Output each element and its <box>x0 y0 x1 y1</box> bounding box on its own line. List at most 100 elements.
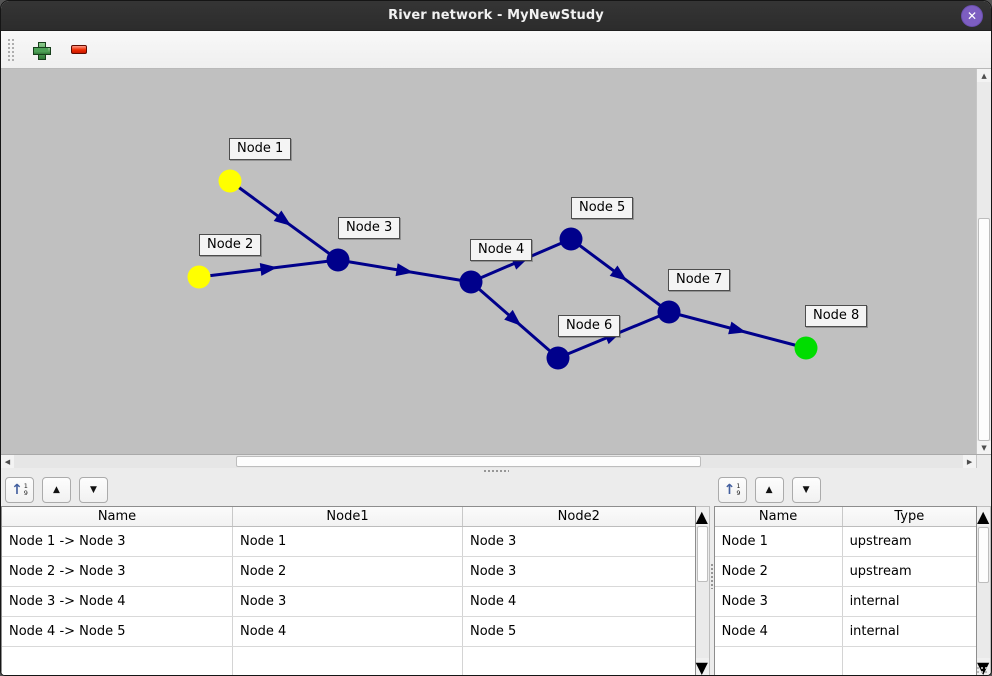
node-label-node3[interactable]: Node 3 <box>338 217 401 239</box>
table-row[interactable]: Node 4 internal <box>714 617 976 647</box>
table-cell[interactable]: Node 4 <box>233 617 463 646</box>
horizontal-splitter[interactable] <box>1 468 991 473</box>
table-cell[interactable]: Node 4 <box>470 594 517 609</box>
scroll-right-button[interactable]: ▶ <box>963 455 977 468</box>
column-header[interactable]: Node1 <box>233 507 463 526</box>
table-cell[interactable]: Node 3 <box>715 587 843 616</box>
canvas-vscroll-track[interactable] <box>977 82 991 441</box>
node-label-node6[interactable]: Node 6 <box>558 315 621 337</box>
node-node2[interactable] <box>187 265 211 289</box>
column-header[interactable]: Name <box>2 507 233 526</box>
close-button[interactable]: ✕ <box>961 5 983 27</box>
river-network-canvas[interactable]: Node 1 Node 2 Node 3 Node 4 Node 5 Node 6 Node… <box>1 69 977 454</box>
links-scroll-down-button[interactable]: ▼ <box>696 658 709 675</box>
node-node1[interactable] <box>218 169 242 193</box>
table-cell[interactable]: Node 2 <box>233 557 463 586</box>
table-row[interactable]: Node 1 upstream <box>714 527 976 557</box>
move-up-icon: ▲ <box>53 484 60 495</box>
nodes-move-up-button[interactable]: ▲ <box>754 476 784 503</box>
column-header[interactable]: Type <box>894 509 925 524</box>
links-vscrollbar[interactable]: ▲ ▼ <box>695 506 710 675</box>
nodes-vscroll-track[interactable] <box>977 526 990 658</box>
table-cell[interactable]: Node 4 -> Node 5 <box>2 617 233 646</box>
table-cell[interactable]: internal <box>849 624 900 639</box>
node-node7[interactable] <box>657 300 681 324</box>
table-cell[interactable]: Node 2 -> Node 3 <box>2 557 233 586</box>
canvas-vscroll-thumb[interactable] <box>978 218 990 441</box>
node-node5[interactable] <box>559 227 583 251</box>
node-label-node2[interactable]: Node 2 <box>199 234 262 256</box>
scroll-up-button[interactable]: ▲ <box>977 69 991 82</box>
table-cell[interactable]: Node 5 <box>470 624 517 639</box>
table-row[interactable]: Node 2 upstream <box>714 557 976 587</box>
table-row[interactable]: Node 3 internal <box>714 587 976 617</box>
toolbar-grip[interactable] <box>7 37 15 62</box>
edge-arrow-icon <box>259 263 278 276</box>
nodes-scroll-up-button[interactable]: ▲ <box>977 507 990 526</box>
remove-button[interactable] <box>67 38 91 62</box>
titlebar: River network - MyNewStudy ✕ <box>1 1 991 31</box>
node-node6[interactable] <box>546 346 570 370</box>
table-cell[interactable]: Node 3 <box>233 587 463 616</box>
scroll-down-icon: ▼ <box>981 443 987 452</box>
table-cell[interactable]: Node 4 <box>715 617 843 646</box>
node-label-node5[interactable]: Node 5 <box>571 197 634 219</box>
move-down-icon: ▼ <box>90 484 97 495</box>
vertical-splitter[interactable] <box>709 473 714 675</box>
table-cell[interactable]: upstream <box>849 534 912 549</box>
table-cell[interactable]: upstream <box>849 564 912 579</box>
nodes-vscroll-thumb[interactable] <box>978 527 989 583</box>
scroll-up-icon: ▲ <box>695 507 708 526</box>
node-node4[interactable] <box>459 270 483 294</box>
table-cell[interactable]: internal <box>849 594 900 609</box>
nodes-move-down-button[interactable]: ▼ <box>791 476 821 503</box>
column-header[interactable]: Node2 <box>557 509 600 524</box>
links-vscroll-track[interactable] <box>695 526 709 658</box>
scroll-left-button[interactable]: ◀ <box>1 455 14 468</box>
canvas-hscroll-track[interactable] <box>14 455 964 468</box>
network-svg <box>187 169 818 370</box>
table-cell[interactable]: Node 1 <box>715 527 843 556</box>
add-button[interactable] <box>29 38 53 62</box>
canvas-hscrollbar[interactable]: ◀ ▶ <box>1 455 977 468</box>
table-cell[interactable]: Node 1 <box>233 527 463 556</box>
node-label-node4[interactable]: Node 4 <box>470 239 533 261</box>
resize-grip-icon[interactable] <box>976 666 988 675</box>
node-label-node7[interactable]: Node 7 <box>668 269 731 291</box>
table-cell[interactable]: Node 3 -> Node 4 <box>2 587 233 616</box>
scroll-right-icon: ▶ <box>966 457 973 466</box>
table-cell[interactable]: Node 3 <box>470 564 517 579</box>
canvas-hscrollbar-row: ◀ ▶ <box>1 454 991 468</box>
links-move-up-button[interactable]: ▲ <box>42 476 71 503</box>
node-label-node8[interactable]: Node 8 <box>805 305 868 327</box>
table-cell[interactable]: Node 2 <box>715 557 843 586</box>
column-header[interactable]: Name <box>715 507 843 526</box>
nodes-vscrollbar[interactable]: ▲ ▼ <box>977 506 991 675</box>
minus-icon <box>71 45 87 54</box>
links-vscroll-thumb[interactable] <box>696 526 708 582</box>
node-node8[interactable] <box>794 336 818 360</box>
window-title: River network - MyNewStudy <box>388 8 604 23</box>
links-scroll-up-button[interactable]: ▲ <box>696 507 709 526</box>
links-move-down-button[interactable]: ▼ <box>79 476 108 503</box>
scroll-down-button[interactable]: ▼ <box>977 441 991 454</box>
table-cell[interactable]: Node 1 -> Node 3 <box>2 527 233 556</box>
canvas-vscrollbar[interactable]: ▲ ▼ <box>976 69 991 454</box>
canvas-hscroll-thumb[interactable] <box>236 456 701 467</box>
node-label-node1[interactable]: Node 1 <box>229 138 292 160</box>
table-cell[interactable]: Node 3 <box>470 534 517 549</box>
canvas-row: Node 1 Node 2 Node 3 Node 4 Node 5 Node 6 Node… <box>1 69 991 454</box>
node-node3[interactable] <box>326 248 350 272</box>
main-toolbar <box>1 31 991 69</box>
